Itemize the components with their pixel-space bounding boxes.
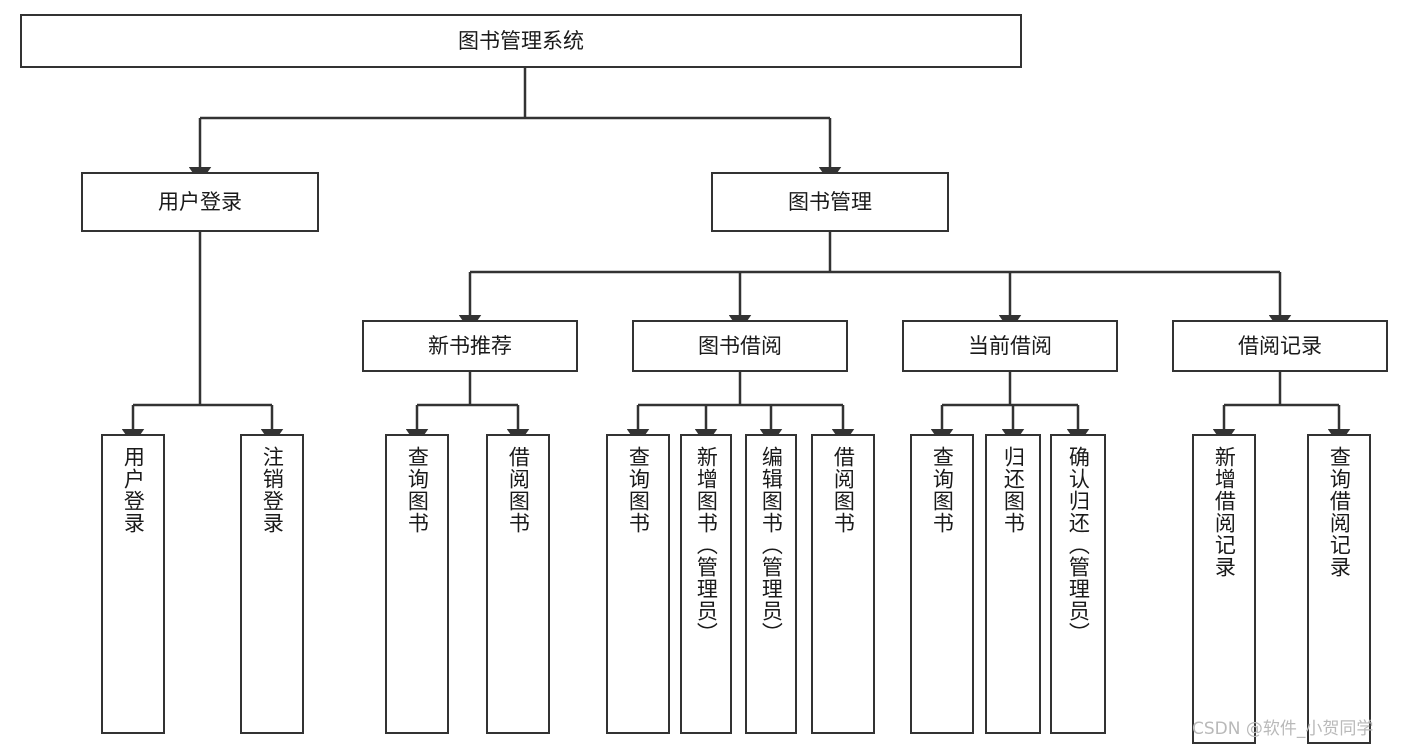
node-record[interactable]: 借阅记录 <box>1172 320 1388 372</box>
node-login[interactable]: 用户登录 <box>81 172 319 232</box>
node-leaf2[interactable]: 注销登录 <box>240 434 304 734</box>
node-leaf13[interactable]: 查询借阅记录 <box>1307 434 1371 744</box>
node-borrow[interactable]: 图书借阅 <box>632 320 848 372</box>
node-label: 注销登录 <box>260 446 285 534</box>
node-newbook[interactable]: 新书推荐 <box>362 320 578 372</box>
node-label: 借阅图书 <box>506 446 531 534</box>
node-leaf8[interactable]: 借阅图书 <box>811 434 875 734</box>
node-leaf12[interactable]: 新增借阅记录 <box>1192 434 1256 744</box>
node-leaf6[interactable]: 新增图书（管理员） <box>680 434 732 734</box>
node-leaf11[interactable]: 确认归还（管理员） <box>1050 434 1106 734</box>
node-label: 查询图书 <box>626 446 651 534</box>
node-leaf7[interactable]: 编辑图书（管理员） <box>745 434 797 734</box>
node-label: 当前借阅 <box>968 333 1052 358</box>
node-label: 新书推荐 <box>428 333 512 358</box>
node-label: 图书管理 <box>788 189 872 214</box>
node-label: 新增借阅记录 <box>1212 446 1237 578</box>
node-leaf5[interactable]: 查询图书 <box>606 434 670 734</box>
node-label: 归还图书 <box>1001 446 1026 534</box>
node-leaf3[interactable]: 查询图书 <box>385 434 449 734</box>
node-label: 查询图书 <box>930 446 955 534</box>
node-bookmgmt[interactable]: 图书管理 <box>711 172 949 232</box>
node-leaf10[interactable]: 归还图书 <box>985 434 1041 734</box>
node-label: 用户登录 <box>158 189 242 214</box>
connector-group <box>121 68 1351 446</box>
node-root[interactable]: 图书管理系统 <box>20 14 1022 68</box>
node-label: 用户登录 <box>121 446 146 534</box>
node-leaf4[interactable]: 借阅图书 <box>486 434 550 734</box>
node-label: 查询图书 <box>405 446 430 534</box>
node-label: 图书借阅 <box>698 333 782 358</box>
node-label: 借阅记录 <box>1238 333 1322 358</box>
node-label: 借阅图书 <box>831 446 856 534</box>
node-current[interactable]: 当前借阅 <box>902 320 1118 372</box>
node-label: 查询借阅记录 <box>1327 446 1352 578</box>
node-leaf1[interactable]: 用户登录 <box>101 434 165 734</box>
node-label: 编辑图书（管理员） <box>759 446 784 644</box>
node-label: 新增图书（管理员） <box>694 446 719 644</box>
node-label: 图书管理系统 <box>458 28 584 53</box>
node-label: 确认归还（管理员） <box>1066 446 1091 644</box>
node-leaf9[interactable]: 查询图书 <box>910 434 974 734</box>
